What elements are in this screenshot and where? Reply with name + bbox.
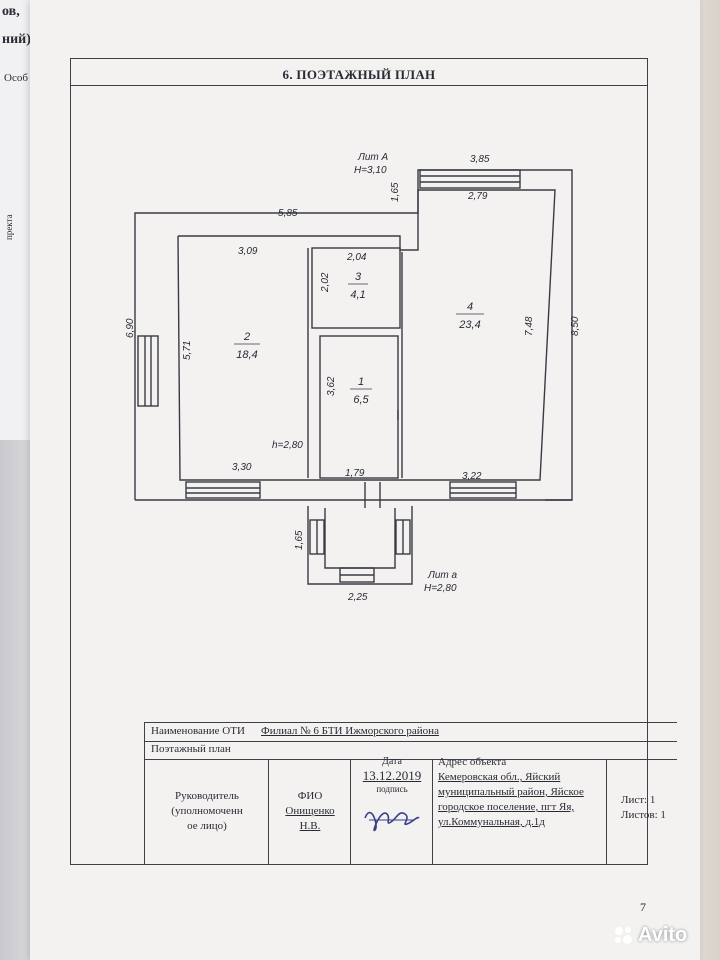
signature-label: подпись — [376, 784, 408, 794]
drawing-frame: 6. ПОЭТАЖНЫЙ ПЛАН — [70, 58, 648, 865]
outer-wall — [155, 169, 573, 501]
room-2-label: 2 18,4 — [234, 331, 260, 361]
dimension-label: 3,62 — [326, 376, 337, 396]
dimension-label: 2,02 — [320, 272, 331, 293]
dimension-label: 2,79 — [467, 191, 488, 202]
dimension-label: 3,09 — [238, 246, 258, 257]
dimension-label: 3,22 — [462, 471, 482, 482]
address-label: Адрес объекта — [438, 756, 507, 768]
sheet-cell: Лист: 1 Листов: 1 — [606, 760, 677, 865]
dimension-label: 8,50 — [570, 316, 581, 336]
dimension-label: 7,48 — [524, 316, 535, 336]
avito-watermark: Avito — [612, 920, 687, 950]
fio-label: ФИО — [297, 790, 323, 802]
address-line: муниципальный район, Яйское — [438, 786, 584, 798]
room-height-label: h=2,80 — [272, 440, 303, 451]
room-number: 2 — [243, 331, 250, 343]
dimension-label: 3,85 — [470, 154, 490, 165]
page-number: 7 — [640, 900, 646, 914]
dimension-label: 2,25 — [347, 592, 368, 603]
sheets-label: Листов: 1 — [621, 809, 666, 821]
room-number: 3 — [355, 271, 362, 283]
room-3-label: 3 4,1 — [348, 271, 368, 301]
room-1-label: 1 6,5 — [350, 376, 372, 406]
room-number: 4 — [467, 301, 473, 313]
sheet-label: Лист: 1 — [621, 794, 656, 806]
window — [449, 481, 517, 499]
address-line: городское поселение, пгт Яя, — [438, 801, 575, 813]
dimension-label: 1,65 — [390, 182, 401, 202]
address-line: ул.Коммунальная, д.1д — [438, 816, 545, 828]
previous-page-fragment: ний) — [2, 32, 31, 47]
section-title: 6. ПОЭТАЖНЫЙ ПЛАН — [282, 67, 436, 82]
previous-page-fragment: ов, — [2, 4, 20, 19]
dimension-label: 1,65 — [294, 530, 305, 550]
date-label: Дата — [382, 756, 402, 767]
role-line: Руководитель — [175, 790, 239, 802]
signature-icon — [364, 811, 420, 832]
doc-type: Поэтажный план — [151, 743, 231, 755]
dimension-label: 3,30 — [232, 462, 252, 473]
window — [137, 335, 159, 407]
dimension-label: 5,85 — [278, 208, 298, 219]
address-line: Кемеровская обл., Яйский — [438, 771, 561, 783]
porch-inner-wall — [324, 508, 396, 569]
role-cell: Руководитель (уполномоченн ое лицо) — [144, 760, 269, 865]
outer-wall-bottom — [134, 212, 155, 500]
previous-page-fragment: Особ — [4, 72, 28, 84]
lit-small-a-height: Н=2,80 — [424, 583, 457, 594]
lit-a-height: Н=3,10 — [354, 165, 387, 176]
role-line: ое лицо) — [187, 820, 227, 832]
room-3-walls — [311, 247, 401, 329]
inner-wall — [177, 189, 556, 481]
room-area: 18,4 — [236, 349, 257, 361]
address-cell: Адрес объекта Кемеровская обл., Яйский м… — [432, 756, 607, 865]
room-1-walls — [319, 335, 399, 479]
fio-initials: Н.В. — [299, 820, 321, 832]
title-block: Наименование ОТИ Филиал № 6 БТИ Ижморско… — [144, 722, 677, 865]
title-block-org-row: Наименование ОТИ Филиал № 6 БТИ Ижморско… — [144, 722, 677, 742]
room-4-label: 4 23,4 — [456, 301, 484, 331]
room-number: 1 — [358, 376, 364, 388]
porch-wall — [307, 506, 413, 585]
window — [419, 169, 521, 189]
date-cell: Дата 13.12.2019 подпись — [350, 756, 433, 865]
room-area: 23,4 — [458, 319, 480, 331]
window — [185, 481, 261, 499]
org-label: Наименование ОТИ — [151, 725, 245, 737]
date-value: 13.12.2019 — [362, 768, 422, 783]
dimension-label: 2,04 — [346, 252, 367, 263]
title-underline — [71, 85, 647, 86]
lit-a-label: Лит А — [357, 152, 389, 163]
room-area: 6,5 — [353, 394, 369, 406]
dimension-label: 5,71 — [182, 341, 193, 360]
title-block-doc-row: Поэтажный план — [144, 741, 677, 760]
avito-logo-icon — [615, 927, 632, 944]
room-area: 4,1 — [350, 289, 365, 301]
dimension-label: 6,90 — [125, 318, 136, 338]
dimension-label: 1,79 — [345, 468, 365, 479]
lit-small-a-label: Лит а — [427, 570, 458, 581]
fio-cell: ФИО Онищенко Н.В. — [268, 760, 351, 865]
fio-name: Онищенко — [285, 805, 335, 817]
avito-brand: Avito — [638, 923, 688, 946]
role-line: (уполномоченн — [171, 805, 243, 817]
org-name: Филиал № 6 БТИ Ижморского района — [261, 725, 439, 737]
